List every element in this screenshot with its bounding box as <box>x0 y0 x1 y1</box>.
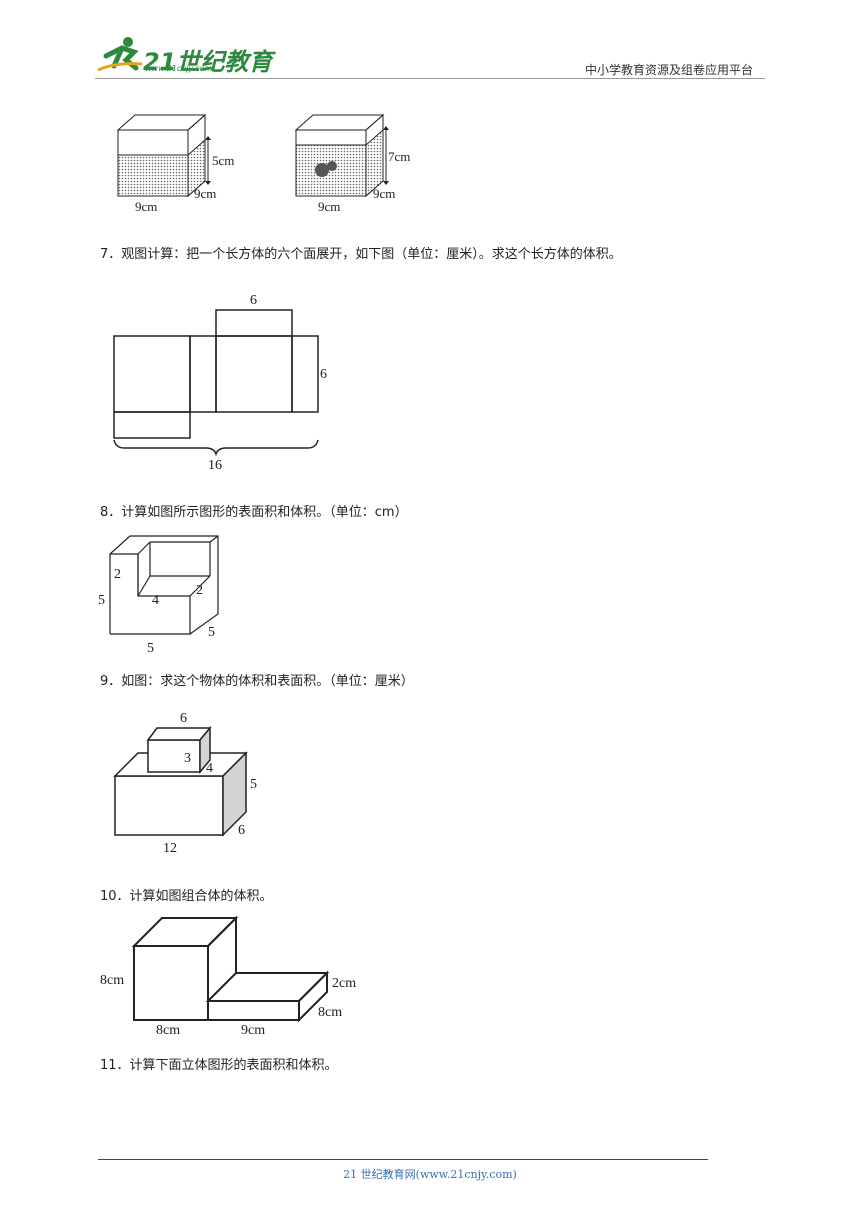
footer-link[interactable]: 21 世纪教育网(www.21cnjy.com) <box>343 1168 517 1181</box>
svg-text:4: 4 <box>152 593 159 608</box>
header-tagline: 中小学教育资源及组卷应用平台 <box>584 63 753 77</box>
svg-text:5: 5 <box>147 641 154 656</box>
footer-divider <box>98 1159 708 1160</box>
logo-runner-icon <box>97 37 143 72</box>
svg-text:9cm: 9cm <box>194 186 216 201</box>
svg-text:2: 2 <box>114 567 121 582</box>
svg-text:9cm: 9cm <box>135 199 157 214</box>
svg-text:16: 16 <box>208 458 222 473</box>
svg-text:8cm: 8cm <box>100 973 124 988</box>
svg-text:6: 6 <box>250 293 257 308</box>
svg-text:2: 2 <box>196 583 203 598</box>
logo-text: 21世纪教育 <box>143 48 273 76</box>
q9-figure: 6 3 4 5 6 12 <box>113 711 257 856</box>
svg-text:12: 12 <box>163 841 177 856</box>
svg-text:3: 3 <box>184 751 191 766</box>
q10-figure: 8cm 8cm 9cm 2cm 8cm <box>100 915 356 1038</box>
logo-url: www.21cnjy.com <box>145 64 213 73</box>
question-9: 9．如图：求这个物体的体积和表面积。（单位：厘米） <box>100 674 414 689</box>
question-7: 7．观图计算：把一个长方体的六个面展开，如下图（单位：厘米）。求这个长方体的体积… <box>100 247 622 262</box>
svg-text:4: 4 <box>206 761 213 776</box>
q7-net-figure: 6 6 16 <box>113 293 327 473</box>
question-8: 8．计算如图所示图形的表面积和体积。（单位：cm） <box>100 505 408 520</box>
right-container: 7cm 9cm 9cm <box>294 113 410 214</box>
svg-text:9cm: 9cm <box>318 199 340 214</box>
svg-text:7cm: 7cm <box>388 149 410 164</box>
svg-text:6: 6 <box>180 711 187 726</box>
svg-text:9cm: 9cm <box>373 186 395 201</box>
svg-text:6: 6 <box>238 823 245 838</box>
header-divider <box>95 78 765 79</box>
svg-text:6: 6 <box>320 367 327 382</box>
left-container: 5cm 9cm 9cm <box>116 113 234 214</box>
question-11: 11．计算下面立体图形的表面积和体积。 <box>100 1058 338 1073</box>
svg-text:5: 5 <box>98 593 105 608</box>
svg-text:5cm: 5cm <box>212 153 234 168</box>
svg-text:5: 5 <box>250 777 257 792</box>
question-10: 10．计算如图组合体的体积。 <box>100 889 273 904</box>
q8-figure: 2 4 2 5 5 5 <box>98 535 219 656</box>
svg-text:2cm: 2cm <box>332 976 356 991</box>
container-figure: 5cm 9cm 9cm 7cm 9cm 9cm <box>116 113 410 214</box>
svg-text:5: 5 <box>208 625 215 640</box>
svg-text:9cm: 9cm <box>241 1023 265 1038</box>
svg-text:8cm: 8cm <box>318 1005 342 1020</box>
svg-text:8cm: 8cm <box>156 1023 180 1038</box>
